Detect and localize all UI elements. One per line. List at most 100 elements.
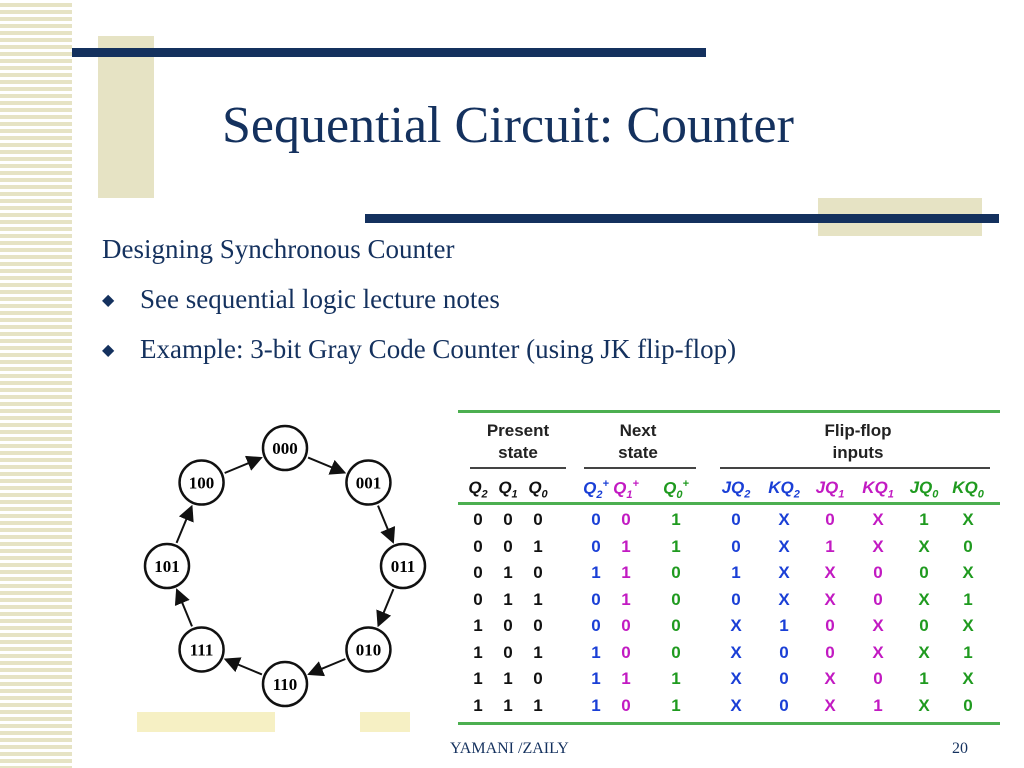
table-cell: 0 xyxy=(919,616,929,635)
table-cell: X xyxy=(962,616,974,635)
table-cell: X xyxy=(918,695,930,715)
table-cell: 0 xyxy=(779,695,789,715)
table-cell: 1 xyxy=(919,669,929,688)
table-cell: 1 xyxy=(591,695,601,715)
table-cell: 0 xyxy=(533,616,543,635)
table-cell: 0 xyxy=(963,695,973,715)
table-bottom-rule xyxy=(458,722,1000,725)
table-cell: 1 xyxy=(779,616,789,635)
flipflop-inputs-header: Flip-flop inputs xyxy=(758,420,958,464)
table-cell: 1 xyxy=(621,589,631,609)
table-cell: 0 xyxy=(533,669,543,688)
flipflop-header-line1: Flip-flop xyxy=(824,421,892,440)
table-header-rule xyxy=(458,502,1000,505)
table-cell: X xyxy=(778,563,790,582)
diagram-background-strip xyxy=(360,712,410,732)
state-node xyxy=(379,542,427,590)
table-cell: X xyxy=(872,510,884,529)
transition-arrow xyxy=(377,505,396,544)
table-cell: 1 xyxy=(621,536,631,556)
table-cell: 1 xyxy=(963,589,973,609)
state-node xyxy=(345,459,392,506)
column-header: Q1 xyxy=(498,478,518,501)
table-cell: X xyxy=(918,589,930,609)
column-header: Q1+ xyxy=(613,478,639,502)
table-cell: 1 xyxy=(503,589,513,609)
table-cell: X xyxy=(962,563,974,582)
table-cell: 1 xyxy=(473,642,483,662)
column-header: JQ2 xyxy=(721,478,751,501)
table-cell: X xyxy=(778,510,790,529)
present-state-header: Present state xyxy=(468,420,568,464)
table-cell: 1 xyxy=(621,669,631,688)
table-cell: 1 xyxy=(671,669,681,688)
table-cell: 0 xyxy=(873,563,883,582)
table-cell: 0 xyxy=(779,642,789,662)
state-node xyxy=(178,459,225,506)
present-header-line1: Present xyxy=(486,421,550,440)
table-cell: X xyxy=(778,536,790,556)
state-label: 010 xyxy=(356,640,382,659)
column-header: JQ0 xyxy=(909,478,939,501)
table-cell: X xyxy=(824,589,836,609)
jk-excitation-table: Present state Next state Flip-flop input… xyxy=(458,408,1000,726)
state-node xyxy=(345,626,392,673)
column-header: KQ0 xyxy=(952,478,984,501)
title-bottom-rule xyxy=(365,214,999,223)
state-node xyxy=(143,542,191,590)
table-cell: X xyxy=(824,563,836,582)
transition-arrow xyxy=(174,588,193,627)
table-cell: 0 xyxy=(591,510,601,529)
next-header-underline xyxy=(584,467,696,469)
state-label: 101 xyxy=(154,557,180,576)
column-header: Q2+ xyxy=(583,478,609,502)
bullet-text: See sequential logic lecture notes xyxy=(140,284,500,314)
state-label: 000 xyxy=(272,439,298,458)
table-cell: 1 xyxy=(919,510,929,529)
state-label: 111 xyxy=(190,640,214,659)
table-cell: X xyxy=(872,616,884,635)
table-cell: 1 xyxy=(591,563,601,582)
state-label: 011 xyxy=(391,557,416,576)
table-cell: X xyxy=(824,669,836,688)
column-header: Q2 xyxy=(468,478,488,501)
bullet-text: Example: 3-bit Gray Code Counter (using … xyxy=(140,334,737,364)
table-cell: 0 xyxy=(825,642,835,662)
table-cell: X xyxy=(730,695,742,715)
transition-arrow xyxy=(175,504,194,544)
table-cell: 1 xyxy=(671,510,681,529)
state-label: 110 xyxy=(273,675,298,694)
table-cell: 0 xyxy=(825,510,835,529)
table-cell: 1 xyxy=(503,563,513,582)
table-cell: 1 xyxy=(473,695,483,715)
table-cell: 1 xyxy=(731,563,741,582)
table-cell: 0 xyxy=(473,589,483,609)
table-cell: 0 xyxy=(731,510,741,529)
diamond-bullet-icon: ◆ xyxy=(102,291,115,309)
state-node xyxy=(261,660,309,708)
table-cell: 0 xyxy=(591,616,601,635)
table-cell: X xyxy=(730,669,742,688)
table-cell: X xyxy=(824,695,836,715)
next-header-line2: state xyxy=(618,443,658,462)
footer-author: YAMANI /ZAILY xyxy=(450,740,569,757)
table-cell: 0 xyxy=(731,536,741,556)
left-stripe-decoration xyxy=(0,0,72,768)
table-cell: 0 xyxy=(671,589,681,609)
flipflop-header-line2: inputs xyxy=(832,443,884,462)
present-header-line2: state xyxy=(498,443,538,462)
table-cell: 1 xyxy=(591,669,601,688)
page-number: 20 xyxy=(952,740,968,757)
column-header: Q0 xyxy=(528,478,548,501)
table-cell: 0 xyxy=(473,510,483,529)
slide-title: Sequential Circuit: Counter xyxy=(222,97,794,154)
table-cell: 0 xyxy=(621,616,631,635)
table-cell: X xyxy=(918,642,930,662)
table-cell: 0 xyxy=(591,536,601,556)
table-cell: 0 xyxy=(503,616,513,635)
transition-arrow xyxy=(307,456,347,475)
table-cell: 1 xyxy=(473,669,483,688)
table-cell: 0 xyxy=(621,642,631,662)
